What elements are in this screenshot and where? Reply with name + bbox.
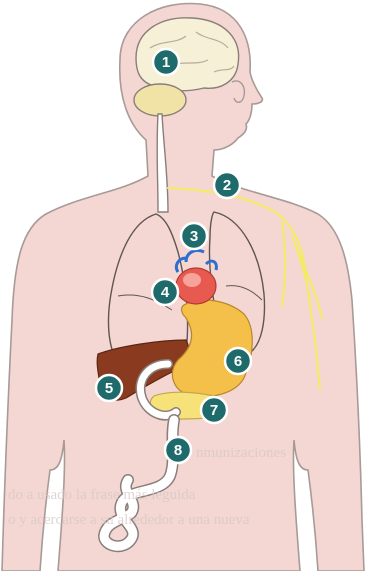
marker-7-number: 7 [210,402,218,419]
marker-2: 2 [214,172,240,198]
marker-5: 5 [96,375,122,401]
marker-2-number: 2 [223,177,231,194]
heart-highlight [183,273,201,287]
marker-1-number: 1 [162,54,170,71]
marker-3: 3 [181,223,207,249]
marker-3-number: 3 [190,228,198,245]
cerebellum [134,84,186,116]
marker-4-number: 4 [161,284,170,301]
marker-6-number: 6 [234,353,242,370]
marker-7: 7 [201,397,227,423]
marker-4: 4 [152,279,178,305]
marker-8-number: 8 [174,442,182,459]
brain [136,18,239,91]
bleed-text-2: do a usado la frase más leguida [8,487,358,504]
bleed-text-1: nmunizaciones [196,445,356,462]
bleed-text-3: o y acercarse a su alrededor a una nueva [8,512,358,529]
marker-5-number: 5 [105,380,113,397]
marker-6: 6 [225,348,251,374]
marker-1: 1 [153,49,179,75]
marker-8: 8 [165,437,191,463]
